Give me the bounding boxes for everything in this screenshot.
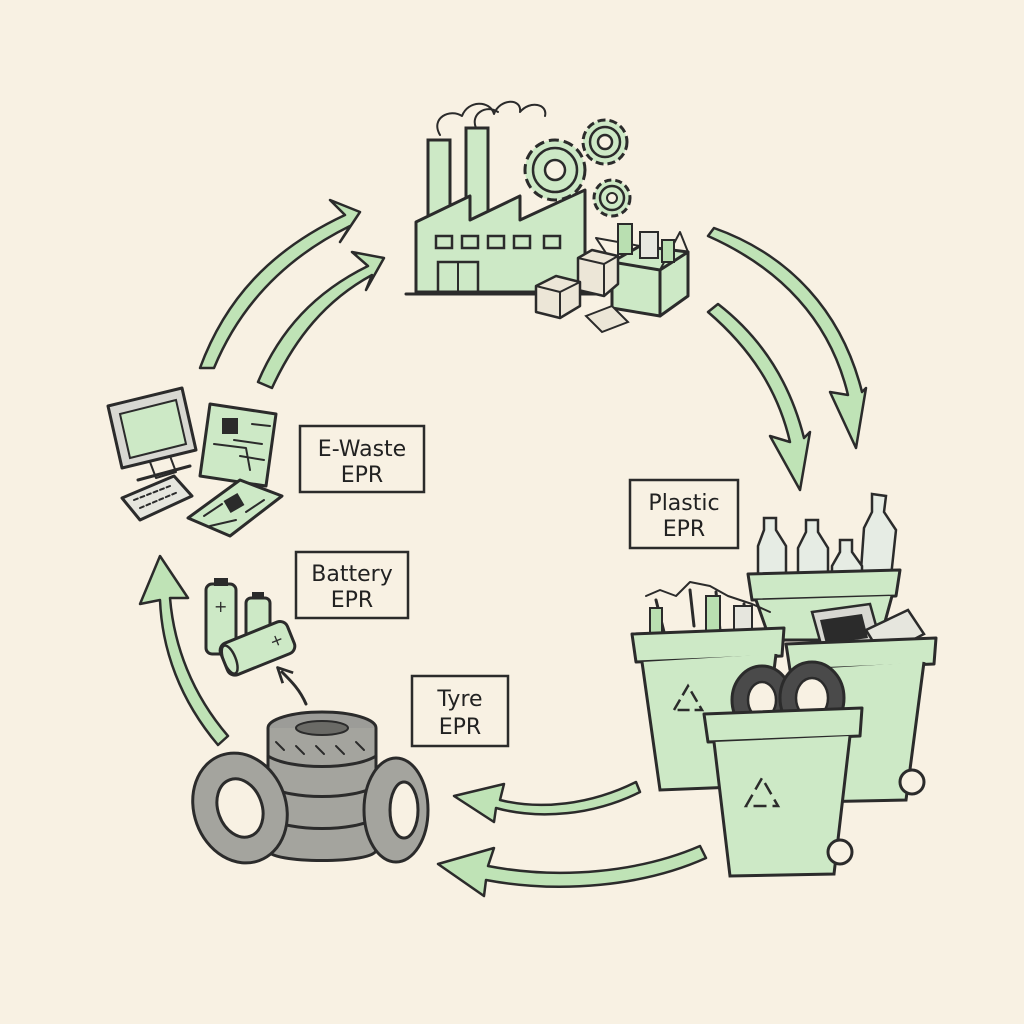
label-tyre-line1: Tyre xyxy=(436,687,482,712)
cycle-arrow-icon xyxy=(436,780,708,898)
svg-text:+: + xyxy=(267,629,287,652)
label-ewaste-line1: E-Waste xyxy=(318,437,406,462)
label-battery: Battery EPR xyxy=(294,550,410,620)
factory-icon xyxy=(404,100,602,296)
label-battery-line2: EPR xyxy=(331,588,373,613)
gear-icon xyxy=(581,118,629,166)
label-plastic-line2: EPR xyxy=(663,517,705,542)
circuit-board-icon xyxy=(186,478,284,538)
box-icon xyxy=(534,274,582,320)
label-ewaste: E-Waste EPR xyxy=(298,424,426,494)
label-plastic: Plastic EPR xyxy=(628,478,740,550)
box-icon xyxy=(576,248,620,298)
tyre-icon xyxy=(191,710,430,865)
cycle-arrow-icon xyxy=(138,554,230,747)
box-icon xyxy=(584,304,630,334)
recycle-symbol xyxy=(671,683,705,712)
gear-icon xyxy=(523,138,587,202)
gear-icon xyxy=(592,178,632,218)
label-plastic-line1: Plastic xyxy=(648,491,719,516)
circuit-board-icon xyxy=(198,402,278,488)
computer-monitor-icon xyxy=(106,386,198,482)
label-ewaste-line2: EPR xyxy=(341,463,383,488)
label-tyre: Tyre EPR xyxy=(410,674,510,748)
svg-text:+: + xyxy=(214,597,227,616)
keyboard-icon xyxy=(120,474,194,522)
cycle-arrow-icon xyxy=(198,198,386,390)
recycle-symbol xyxy=(743,775,781,808)
battery-icon: + + xyxy=(204,578,297,677)
cycle-arrow-icon xyxy=(706,226,868,492)
arrow-tyre-to-battery xyxy=(276,666,308,706)
cycle-arrows xyxy=(138,198,868,898)
label-tyre-line2: EPR xyxy=(439,715,481,740)
label-battery-line1: Battery xyxy=(311,562,392,587)
recycling-bin-icon xyxy=(702,660,864,878)
